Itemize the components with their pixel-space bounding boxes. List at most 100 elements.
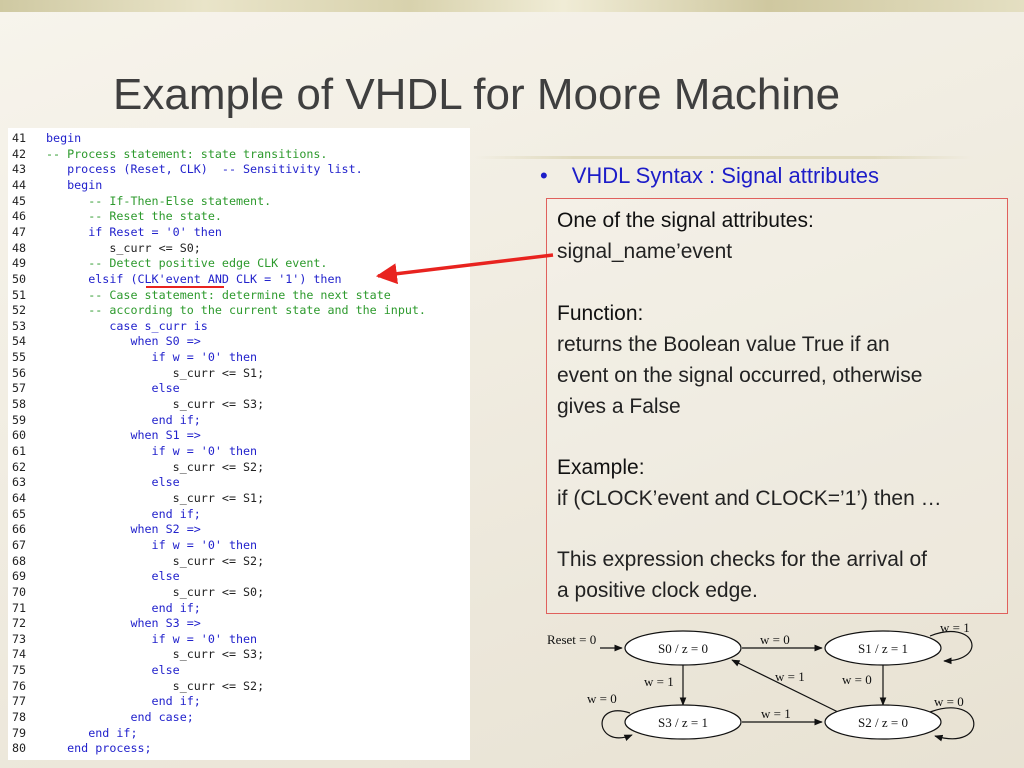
line-number: 56: [12, 365, 27, 380]
label-s1-s2: w = 0: [842, 672, 872, 687]
code-text: else: [46, 569, 180, 584]
code-text: if w = '0' then: [46, 537, 258, 552]
line-number: 42: [12, 146, 27, 161]
code-text: process (Reset, CLK) -- Sensitivity list…: [46, 162, 363, 177]
bullet-text: VHDL Syntax : Signal attributes: [571, 163, 880, 188]
line-number: 58: [12, 397, 27, 412]
line-number: 63: [12, 475, 27, 490]
line-number: 64: [12, 490, 27, 505]
label-s0-s1: w = 0: [760, 632, 790, 647]
code-text: else: [46, 381, 180, 396]
state-s3-label: S3 / z = 1: [658, 715, 708, 730]
line-number: 47: [12, 224, 27, 239]
code-text: -- Reset the state.: [46, 209, 222, 224]
code-text: -- Detect positive edge CLK event.: [46, 256, 328, 271]
code-text: s_curr <= S2;: [46, 553, 265, 568]
line-number: 46: [12, 209, 27, 224]
line-number: 62: [12, 459, 27, 474]
explanation-box: One of the signal attributes: signal_nam…: [546, 198, 1008, 614]
signal-event-text: signal_name’event: [557, 240, 733, 263]
reset-label: Reset = 0: [547, 632, 596, 647]
code-text: begin: [46, 177, 103, 192]
line-number: 53: [12, 318, 27, 333]
code-text: s_curr <= S2;: [46, 459, 265, 474]
example-line: if (CLOCK’event and CLOCK=’1’) then …: [557, 487, 942, 510]
line-number: 76: [12, 678, 27, 693]
state-diagram: S0 / z = 0 S1 / z = 1 S2 / z = 0 S3 / z …: [547, 620, 975, 742]
state-s1: [824, 630, 942, 666]
line-number: 61: [12, 444, 27, 458]
code-text: if w = '0' then: [46, 350, 258, 365]
bullet-item: •VHDL Syntax : Signal attributes: [540, 163, 879, 189]
line-number: 43: [12, 162, 27, 177]
code-text: end if;: [46, 694, 201, 709]
label-s3-self: w = 0: [587, 691, 617, 706]
code-text: s_curr <= S2;: [46, 678, 265, 693]
line-number: 52: [12, 303, 27, 318]
state-s0: [624, 630, 742, 666]
code-text: else: [46, 475, 180, 490]
line-number: 75: [12, 663, 27, 678]
state-s2-label: S2 / z = 0: [858, 715, 908, 730]
code-text: end if;: [46, 600, 201, 615]
code-text: end process;: [46, 741, 152, 756]
label-s3-s2: w = 1: [761, 706, 791, 721]
line-number: 49: [12, 256, 27, 271]
divider-line: [475, 156, 973, 159]
label-s2-s0: w = 1: [775, 669, 805, 684]
edge-s3-self: [601, 710, 633, 741]
code-text: if w = '0' then: [46, 444, 258, 458]
line-number: 44: [12, 177, 27, 192]
code-text: s_curr <= S1;: [46, 365, 265, 380]
heading-example: Example:: [557, 456, 645, 479]
code-text: s_curr <= S3;: [46, 647, 265, 662]
heading-signal-attributes: One of the signal attributes:: [557, 209, 814, 232]
code-text: if Reset = '0' then: [46, 224, 222, 239]
code-text: -- Process statement: state transitions.: [46, 146, 328, 161]
line-number: 68: [12, 553, 27, 568]
summary-line-1: This expression checks for the arrival o…: [557, 548, 927, 571]
line-number: 73: [12, 631, 27, 646]
code-text: -- according to the current state and th…: [46, 303, 426, 318]
pointer-arrow: [375, 253, 554, 285]
line-number: 50: [12, 271, 27, 286]
state-s1-label: S1 / z = 1: [858, 641, 908, 656]
label-s0-s3: w = 1: [644, 674, 674, 689]
edge-s2-self: [929, 707, 975, 742]
function-line-3: gives a False: [557, 395, 681, 418]
line-number: 60: [12, 428, 27, 443]
label-s1-self: w = 1: [940, 620, 970, 635]
line-number: 45: [12, 193, 27, 208]
code-text: s_curr <= S0;: [46, 240, 201, 255]
line-number: 54: [12, 334, 27, 349]
line-number: 74: [12, 647, 27, 662]
summary-line-2: a positive clock edge.: [557, 579, 758, 602]
line-number: 59: [12, 412, 27, 427]
line-number: 77: [12, 694, 27, 709]
line-number: 67: [12, 537, 27, 552]
line-number: 57: [12, 381, 27, 396]
code-text: -- If-Then-Else statement.: [46, 193, 272, 208]
line-number: 69: [12, 569, 27, 584]
code-text: s_curr <= S3;: [46, 397, 265, 412]
code-text: case s_curr is: [46, 318, 208, 333]
state-s3: [624, 704, 742, 740]
line-number: 72: [12, 616, 27, 631]
state-s2: [824, 704, 942, 740]
code-text: end case;: [46, 710, 194, 725]
code-text: end if;: [46, 506, 201, 521]
code-text: if w = '0' then: [46, 631, 258, 646]
line-number: 51: [12, 287, 27, 302]
line-number: 66: [12, 522, 27, 537]
line-number: 71: [12, 600, 27, 615]
code-text: -- Case statement: determine the next st…: [46, 287, 391, 302]
code-text: else: [46, 663, 180, 678]
heading-function: Function:: [557, 302, 644, 325]
line-number: 80: [12, 741, 27, 756]
function-line-2: event on the signal occurred, otherwise: [557, 364, 923, 387]
line-number: 78: [12, 710, 27, 725]
line-number: 41: [12, 131, 27, 145]
label-s2-self: w = 0: [934, 694, 964, 709]
function-line-1: returns the Boolean value True if an: [557, 333, 890, 356]
